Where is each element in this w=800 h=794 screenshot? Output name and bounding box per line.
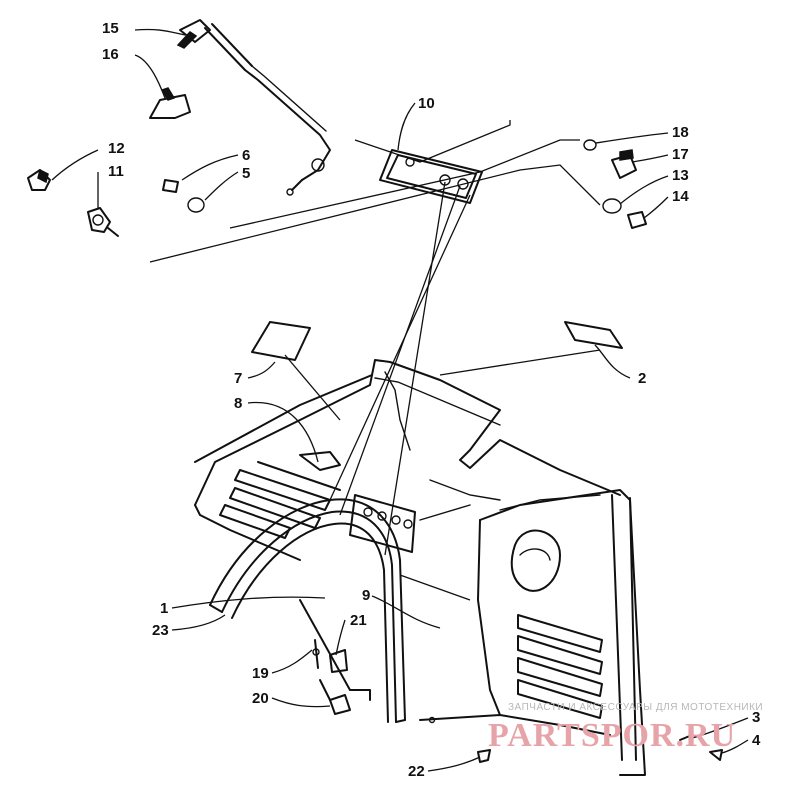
callout-5: 5 bbox=[242, 165, 250, 182]
callout-10: 10 bbox=[418, 95, 435, 112]
pad-2 bbox=[564, 321, 623, 349]
callout-22: 22 bbox=[408, 763, 425, 780]
callout-13: 13 bbox=[672, 167, 689, 184]
callout-16: 16 bbox=[102, 46, 119, 63]
callout-1: 1 bbox=[160, 600, 168, 617]
callout-4: 4 bbox=[752, 732, 761, 749]
callout-labels: 15 16 10 6 5 12 11 18 17 13 14 7 8 2 1 2… bbox=[102, 20, 761, 780]
callout-20: 20 bbox=[252, 690, 269, 707]
callout-3: 3 bbox=[752, 709, 760, 726]
callout-15: 15 bbox=[102, 20, 119, 37]
callout-6: 6 bbox=[242, 147, 250, 164]
watermark-tagline: ЗАПЧАСТИ И АКСЕССУАРЫ ДЛЯ МОТОТЕХНИКИ bbox=[508, 702, 763, 713]
hardware-right bbox=[583, 139, 647, 229]
hardware-left bbox=[27, 168, 205, 237]
assembly-lines bbox=[149, 120, 601, 601]
side-vents bbox=[517, 614, 603, 719]
callout-2: 2 bbox=[638, 370, 646, 387]
callout-9: 9 bbox=[362, 587, 370, 604]
callout-21: 21 bbox=[350, 612, 367, 629]
hardware-lower bbox=[312, 639, 723, 763]
fender-arch-trim bbox=[209, 498, 406, 723]
gauge-bezel bbox=[379, 149, 483, 204]
callout-leaders bbox=[51, 28, 749, 772]
top-vents bbox=[219, 451, 341, 539]
callout-17: 17 bbox=[672, 146, 689, 163]
callout-7: 7 bbox=[234, 370, 242, 387]
choke-cable bbox=[149, 19, 331, 196]
callout-18: 18 bbox=[672, 124, 689, 141]
callout-12: 12 bbox=[108, 140, 125, 157]
callout-8: 8 bbox=[234, 395, 242, 412]
callout-14: 14 bbox=[672, 188, 689, 205]
callout-19: 19 bbox=[252, 665, 269, 682]
watermark-brand: PARTSPOR.RU bbox=[488, 717, 736, 754]
watermark: ЗАПЧАСТИ И АКСЕССУАРЫ ДЛЯ МОТОТЕХНИКИ PA… bbox=[488, 702, 763, 754]
callout-11: 11 bbox=[108, 163, 124, 180]
callout-23: 23 bbox=[152, 622, 169, 639]
hood-body bbox=[194, 359, 646, 776]
pad-7 bbox=[251, 321, 311, 361]
